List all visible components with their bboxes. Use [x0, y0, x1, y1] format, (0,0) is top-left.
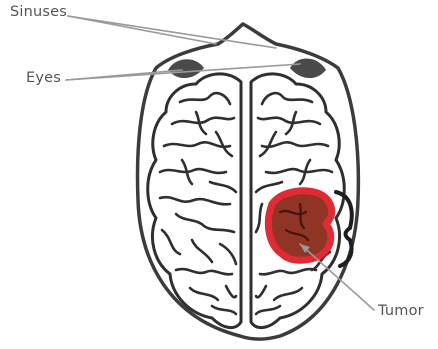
- eyes-label: Eyes: [26, 70, 61, 86]
- tumor-label: Tumor: [378, 303, 424, 319]
- tumor-region: [268, 191, 331, 260]
- sinuses-label: Sinuses: [10, 4, 67, 20]
- tumor-glow: [268, 191, 331, 260]
